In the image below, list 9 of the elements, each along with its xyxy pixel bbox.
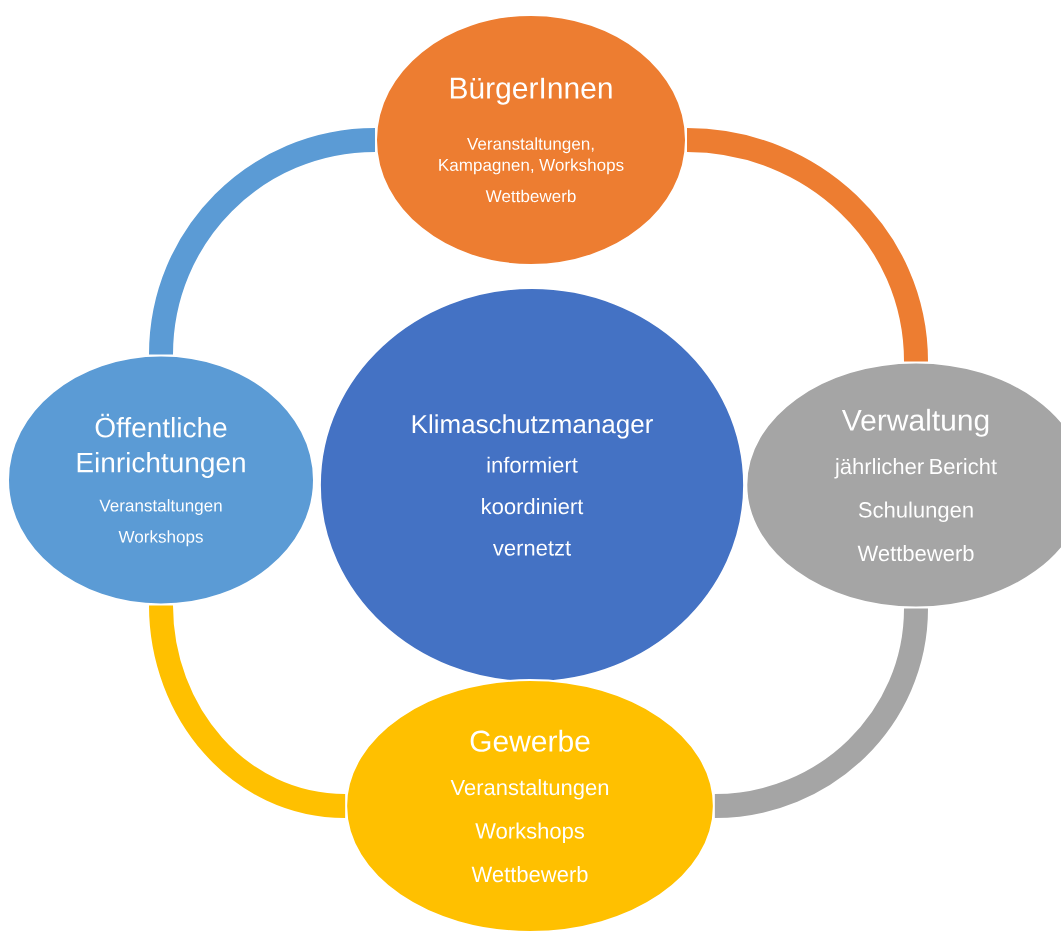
ellipse-node: Klimaschutzmanager informiert koordiniert vernetzt [318,287,746,683]
ellipse-node: Öffentliche Einrichtungen Veranstaltungen Workshops [7,354,315,606]
ring-segment [149,128,376,356]
ellipse-node: Verwaltung jährlicher Bericht Schulungen Wettbewerb [745,361,1061,609]
ring-segment [714,607,928,818]
ellipse-node: BürgerInnen Veranstaltungen, Kampagnen, Workshops Wettbewerb [375,14,687,266]
ring-segment [686,128,928,363]
ring-segment [149,604,346,818]
ellipse-node: Gewerbe Veranstaltungen Workshops Wettbewerb [345,679,715,933]
